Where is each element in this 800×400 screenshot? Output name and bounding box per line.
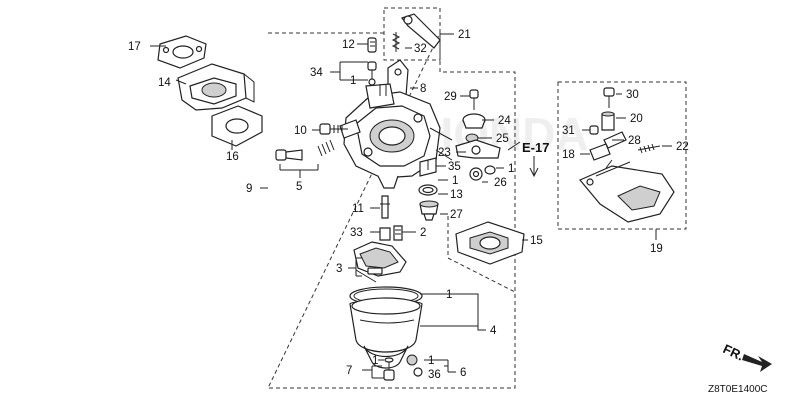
callout-2: 2 — [420, 227, 426, 239]
float-part-3 — [353, 241, 407, 283]
screw-part-6 — [406, 354, 423, 377]
callout-24: 24 — [498, 115, 511, 127]
callout-9: 9 — [246, 183, 252, 195]
washer-part-1-lower — [384, 357, 394, 363]
screw-part-34 — [367, 61, 377, 86]
insulator-border — [447, 216, 516, 293]
front-arrow: FR. — [721, 341, 772, 372]
leader-lines — [150, 33, 672, 379]
callout-23: 23 — [438, 147, 451, 159]
callout-29: 29 — [444, 91, 457, 103]
screw-part-29 — [469, 89, 479, 110]
callout-32: 32 — [414, 43, 427, 55]
nut-part-26 — [469, 167, 483, 181]
lever-part-21 — [401, 13, 441, 49]
callout-16: 16 — [226, 151, 239, 163]
collar-part-20 — [601, 111, 615, 131]
carburetor-body — [339, 83, 453, 189]
needle-part-35 — [419, 157, 437, 177]
spring-part-22 — [637, 143, 661, 154]
callout-18: 18 — [562, 149, 575, 161]
callout-3: 3 — [336, 263, 342, 275]
callout-1-bottom: 1 — [428, 355, 434, 367]
spring-part-2 — [393, 225, 403, 241]
float-chamber-part-4 — [349, 297, 423, 369]
lever-part-23 — [455, 139, 501, 159]
callout-36: 36 — [428, 369, 441, 381]
screw-part-31 — [589, 125, 599, 135]
callout-7: 7 — [346, 365, 352, 377]
callout-4: 4 — [490, 325, 497, 337]
governor-arm-plate — [579, 159, 675, 223]
watermark-text: HONDA — [420, 108, 589, 160]
callout-25: 25 — [496, 133, 509, 145]
callout-13: 13 — [450, 189, 463, 201]
insulator-part-14 — [177, 63, 255, 111]
gasket-part-17 — [157, 35, 207, 69]
carburetor-assembly-border — [267, 32, 516, 389]
screw-part-10 — [319, 123, 348, 135]
callout-33: 33 — [350, 227, 363, 239]
callout-1-drain: 1 — [372, 355, 378, 367]
callout-17: 17 — [128, 41, 141, 53]
callout-30: 30 — [626, 89, 639, 101]
callout-1-upper: 1 — [350, 75, 356, 87]
callout-1-gasket: 1 — [446, 289, 452, 301]
callout-1-right-b: 1 — [508, 163, 514, 175]
gasket-part-16 — [211, 105, 263, 147]
spring-part-33 — [379, 227, 391, 241]
callout-28: 28 — [628, 135, 641, 147]
callout-19: 19 — [650, 243, 663, 255]
governor-bolt-part-30 — [603, 87, 615, 108]
cap-part-24 — [462, 113, 486, 129]
clip-part-18 — [589, 143, 611, 161]
callout-26: 26 — [494, 177, 507, 189]
reference-e17: E-17 — [522, 140, 549, 155]
callout-11: 11 — [352, 203, 364, 215]
front-label: FR. — [721, 341, 746, 363]
gasket-part-15 — [455, 221, 525, 265]
screw-part-12 — [367, 37, 377, 53]
spring-part-32 — [391, 32, 401, 52]
oring-part-13 — [418, 184, 438, 196]
jet-part-11 — [380, 195, 390, 219]
lever-box-border — [383, 7, 441, 61]
callout-12: 12 — [342, 39, 355, 51]
callout-15: 15 — [530, 235, 543, 247]
callout-10: 10 — [294, 125, 307, 137]
callout-labels: 17 14 16 9 10 5 12 32 21 34 1 8 29 24 25… — [128, 29, 689, 381]
callout-34: 34 — [310, 67, 323, 79]
callout-27: 27 — [450, 209, 463, 221]
callout-20: 20 — [630, 113, 643, 125]
callout-31: 31 — [562, 125, 575, 137]
callout-35: 35 — [448, 161, 461, 173]
washer-part-1-right — [484, 165, 496, 175]
pilot-screw-part-5 — [275, 139, 335, 161]
diagram-code: Z8T0E1400C — [708, 384, 767, 395]
callout-5: 5 — [296, 181, 302, 193]
drain-screw-part-7 — [383, 362, 395, 381]
governor-box-border — [557, 81, 687, 230]
callout-8: 8 — [420, 83, 426, 95]
callout-1-right-a: 1 — [452, 175, 458, 187]
callout-22: 22 — [676, 141, 689, 153]
main-jet-part-27 — [419, 200, 439, 221]
callout-14: 14 — [158, 77, 171, 89]
front-arrow-icon — [742, 354, 772, 372]
callout-6: 6 — [460, 367, 466, 379]
callout-21: 21 — [458, 29, 471, 41]
